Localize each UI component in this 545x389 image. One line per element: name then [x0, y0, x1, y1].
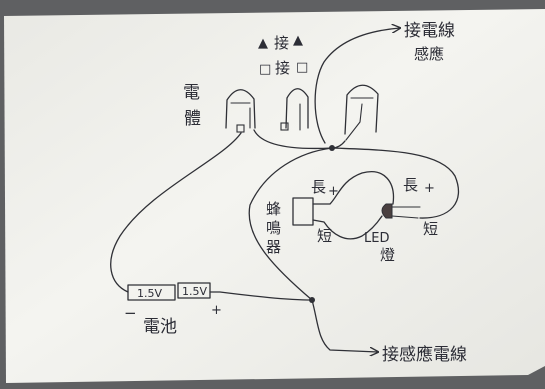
- buzzer-label-1: 蜂: [266, 200, 281, 218]
- buzzer-body: [292, 197, 314, 226]
- led-label: LED: [364, 231, 389, 246]
- wiring: [110, 28, 460, 352]
- transistor-left: [225, 89, 256, 133]
- sense-wire-bottom-label: 接感應電線: [382, 344, 467, 365]
- junction-bottom: [309, 297, 315, 303]
- pin-square-left: □: [259, 62, 271, 77]
- junction-top: [329, 145, 335, 151]
- buzzer-short-label: 短: [317, 227, 332, 245]
- buzzer-label-2: 鳴: [266, 219, 281, 237]
- pin-triangle-left: ▲: [258, 36, 268, 51]
- buzzer-label-3: 器: [266, 238, 281, 256]
- battery-label: 電池: [143, 317, 177, 337]
- battery-cell-1: [127, 284, 176, 301]
- buzzer-long-label: 長: [311, 178, 326, 196]
- battery-minus-sign: −: [124, 304, 137, 322]
- transistor-right: [344, 84, 379, 141]
- battery-cell-2-label: 1.5V: [182, 285, 207, 298]
- battery-plus-sign: +: [211, 303, 222, 318]
- transistor-middle: [280, 88, 309, 131]
- led-short-lead: [391, 215, 419, 219]
- battery-cell-1-label: 1.5V: [137, 287, 162, 300]
- pin-labels: ▲ 接 ▲ □ 接 □: [258, 33, 308, 77]
- pin-label-top: 接: [274, 34, 289, 52]
- led-body: [381, 203, 393, 219]
- pin-label-bottom: 接: [275, 59, 290, 77]
- sense-wire-top-sublabel: 感應: [414, 45, 444, 63]
- led-lamp-label: 燈: [380, 246, 395, 264]
- pin-square-right: □: [296, 60, 308, 75]
- led-plus-sign: +: [424, 181, 435, 196]
- transistor-label-1: 電: [183, 83, 200, 103]
- led-long-label: 長: [403, 176, 418, 194]
- paper-sheet: [4, 9, 545, 383]
- led-short-label: 短: [423, 220, 438, 238]
- pin-triangle-right: ▲: [293, 33, 303, 48]
- sense-wire-top-label: 接電線: [404, 21, 455, 41]
- transistor-label-2: 體: [184, 109, 201, 129]
- buzzer-plus-sign: +: [328, 184, 339, 199]
- battery-cell-2: [177, 282, 211, 299]
